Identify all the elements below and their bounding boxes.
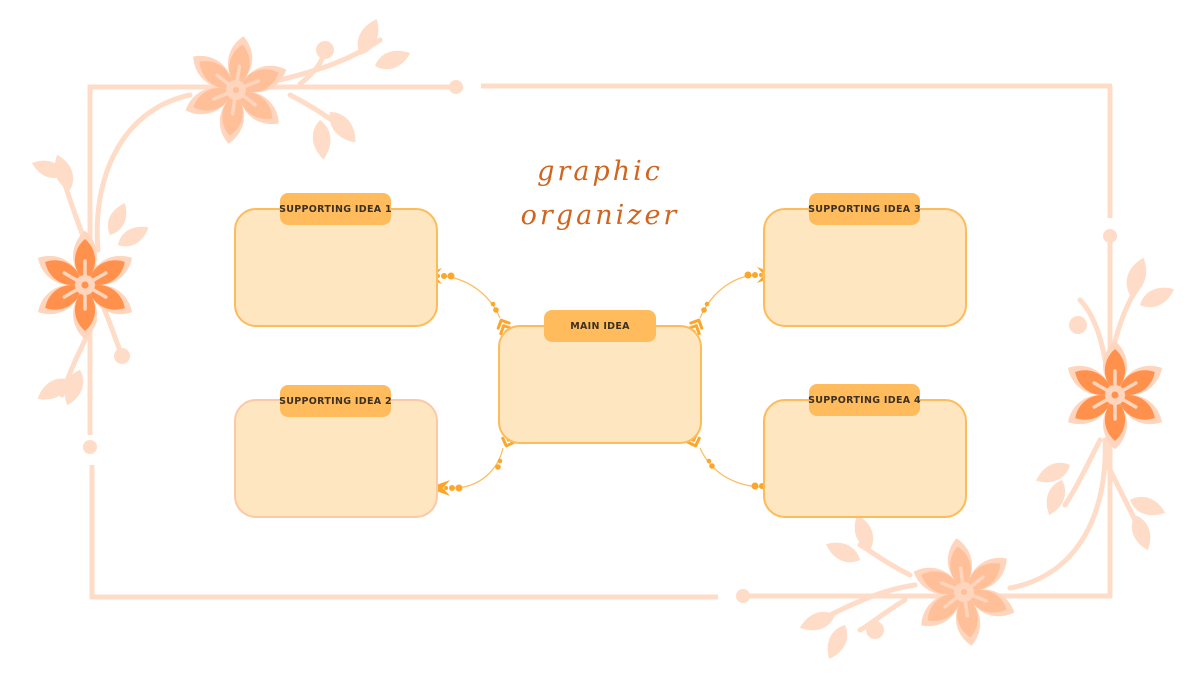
supporting-idea-2-box[interactable]	[234, 399, 438, 518]
main-idea-box[interactable]	[498, 325, 702, 444]
page-title: graphic organizer	[520, 156, 680, 231]
supporting-idea-3-label: SUPPORTING IDEA 3	[808, 193, 921, 225]
supporting-idea-2-label: SUPPORTING IDEA 2	[279, 385, 392, 417]
supporting-idea-1-box[interactable]	[234, 208, 438, 327]
floral-corner-bottom-right	[797, 254, 1178, 663]
supporting-idea-3-box[interactable]	[763, 208, 967, 327]
supporting-idea-4-box[interactable]	[763, 399, 967, 518]
floral-corner-top-left	[29, 15, 413, 408]
supporting-idea-4-label: SUPPORTING IDEA 4	[808, 384, 921, 416]
supporting-idea-1-label: SUPPORTING IDEA 1	[279, 193, 392, 225]
arrow-connectors	[420, 267, 786, 496]
main-idea-label: MAIN IDEA	[544, 310, 656, 342]
